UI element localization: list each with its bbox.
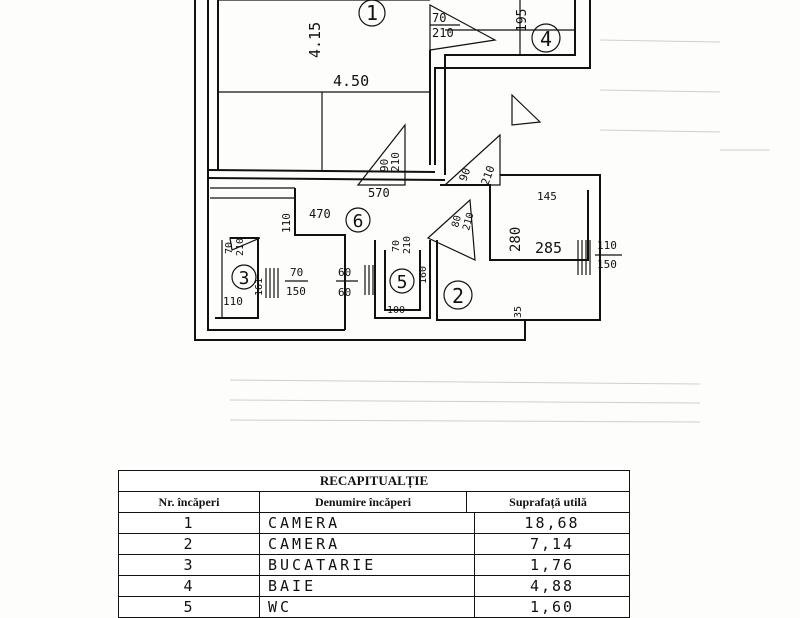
dim-r2-35: 35 <box>513 306 524 318</box>
dim-hall-length: 470 <box>309 207 331 221</box>
table-row: 5 WC 1,60 <box>119 597 629 617</box>
dim-door-a-h: 210 <box>389 152 402 172</box>
dim-window-2-h: 150 <box>597 258 617 271</box>
room-surface: 1,76 <box>529 556 575 574</box>
dim-door-b-w: 90 <box>457 166 474 183</box>
room-surface: 18,68 <box>524 514 580 532</box>
dim-r2-280: 280 <box>508 227 524 252</box>
dim-door-5-top-w: 70 <box>391 240 402 252</box>
room-3-number: 3 <box>239 268 250 289</box>
dim-door-5-top-h: 210 <box>402 236 413 254</box>
dim-r2-145: 145 <box>537 190 557 203</box>
dim-r3-110: 110 <box>223 295 243 308</box>
room-surface: 7,14 <box>529 535 575 553</box>
dim-door-b-h: 210 <box>479 164 498 187</box>
background-lines <box>229 39 770 423</box>
dim-door-3-w: 70 <box>224 242 235 254</box>
table-row: 2 CAMERA 7,14 <box>119 534 629 555</box>
table-row: 1 CAMERA 18,68 <box>119 513 629 534</box>
room-name: WC <box>260 597 475 617</box>
room-4-number: 4 <box>540 27 552 51</box>
dim-r1-width: 4.50 <box>333 72 369 90</box>
dim-r1-height: 4.15 <box>306 22 324 58</box>
recap-title: RECAPITUALȚIE <box>119 471 629 492</box>
room-surface: 4,88 <box>529 577 575 595</box>
table-row: 3 BUCATARIE 1,76 <box>119 555 629 576</box>
recap-header-row: Nr. încăperi Denumire încăperi Suprafață… <box>119 492 629 513</box>
dim-hall-110: 110 <box>280 213 293 233</box>
room-number: 2 <box>119 534 260 554</box>
room-5-number: 5 <box>397 272 408 293</box>
room-1-number: 1 <box>366 1 378 25</box>
dim-r2-285: 285 <box>535 239 562 257</box>
dim-door-a-w: 90 <box>378 159 391 172</box>
window-room-2 <box>577 240 591 275</box>
room-number: 3 <box>119 555 260 575</box>
room-markers: 1 4 6 3 5 2 <box>231 0 561 310</box>
walls <box>194 0 601 341</box>
window-room-5 <box>364 265 374 295</box>
dimensions: 4.15 4.50 195 70 210 90 210 90 210 570 4… <box>223 9 622 318</box>
dim-r3-161: 161 <box>254 278 265 296</box>
room-name: CAMERA <box>260 513 475 533</box>
room-name: BAIE <box>260 576 475 596</box>
table-row: 4 BAIE 4,88 <box>119 576 629 597</box>
room-2-number: 2 <box>452 284 464 308</box>
dim-door-2-h: 210 <box>461 211 476 231</box>
recap-table: RECAPITUALȚIE Nr. încăperi Denumire încă… <box>118 470 630 618</box>
room-number: 1 <box>119 513 260 533</box>
dim-door-1-w: 70 <box>432 11 446 25</box>
dim-hall-width: 570 <box>368 186 390 200</box>
dim-window-3-h: 150 <box>286 285 306 298</box>
window-room-3 <box>265 268 279 298</box>
dim-r5-160: 160 <box>418 266 429 284</box>
dim-door-5-side-w: 60 <box>338 266 351 279</box>
room-surface: 1,60 <box>529 598 575 616</box>
room-name: CAMERA <box>260 534 475 554</box>
floor-plan: 1 4 6 3 5 2 4.15 4.50 195 70 210 90 210 … <box>194 0 770 423</box>
dim-door-2-w: 80 <box>450 214 464 228</box>
dim-r5-100: 100 <box>387 305 405 316</box>
header-room-name: Denumire încăperi <box>260 492 467 512</box>
dim-r4-width: 195 <box>515 9 530 32</box>
dim-window-3-w: 70 <box>290 266 303 279</box>
header-room-number: Nr. încăperi <box>119 492 260 512</box>
dim-door-1-h: 210 <box>432 26 454 40</box>
dim-window-2-w: 110 <box>597 239 617 252</box>
room-number: 5 <box>119 597 260 617</box>
door-swings <box>229 3 542 261</box>
header-surface: Suprafață utilă <box>509 495 587 509</box>
room-6-number: 6 <box>353 211 364 232</box>
room-number: 4 <box>119 576 260 596</box>
dim-door-5-side-h: 60 <box>338 286 351 299</box>
room-name: BUCATARIE <box>260 555 475 575</box>
dim-door-3-h: 210 <box>235 238 246 256</box>
